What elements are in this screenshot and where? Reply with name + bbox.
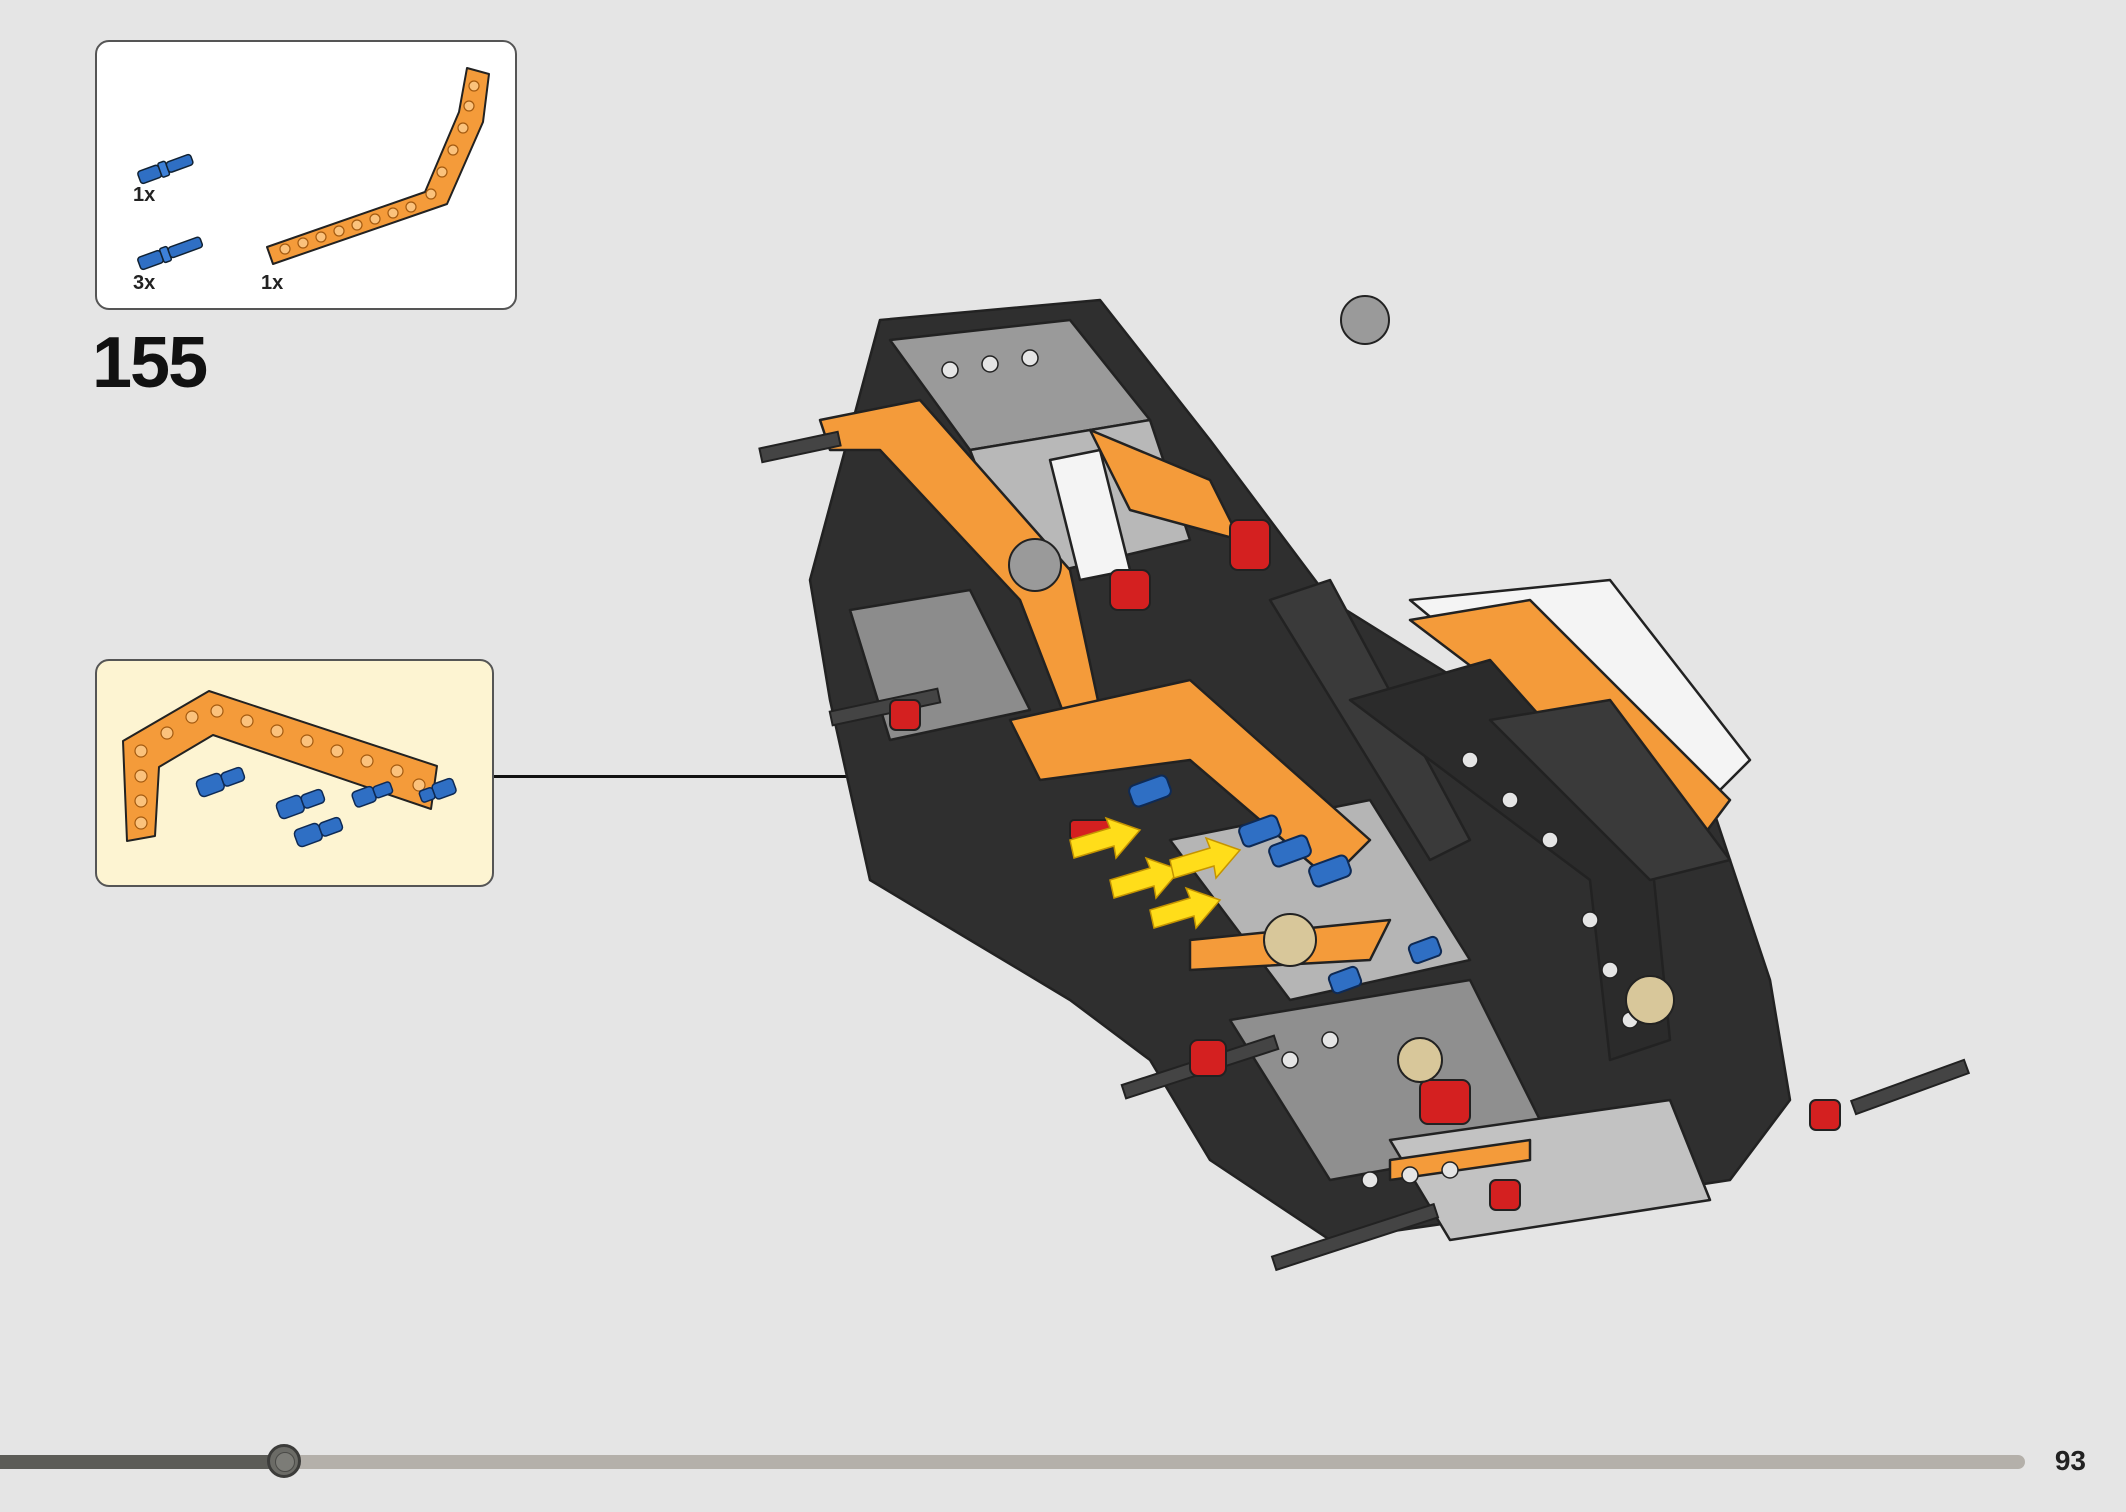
- blue-pin-icon: [418, 777, 457, 803]
- parts-illustration: [137, 67, 490, 271]
- parts-list-panel: 1x 3x 1x: [95, 40, 517, 310]
- model-gears: [1263, 913, 1675, 1083]
- model-chassis: [808, 298, 1792, 1242]
- blue-pin-icon: [195, 766, 246, 798]
- blue-axle-pin-part-icon: [137, 236, 204, 271]
- blue-pin-part-icon: [137, 153, 194, 185]
- blue-pin-icon: [293, 816, 344, 848]
- direction-arrows: [1069, 816, 1242, 930]
- callout-connector-line: [494, 775, 1134, 778]
- subassembly-callout: [95, 659, 494, 887]
- model-gray-gears: [1008, 295, 1390, 592]
- model-red-parts: [889, 519, 1841, 1211]
- main-model-illustration: [758, 295, 1971, 1272]
- beam-holes: [941, 349, 1639, 1189]
- orange-bent-beam-part-icon: [266, 67, 490, 265]
- blue-pin-icon: [275, 788, 326, 820]
- page-progress-knob[interactable]: [267, 1444, 301, 1478]
- part-quantity-3: 1x: [261, 272, 284, 294]
- orange-bent-beam-assembly-icon: [122, 690, 438, 842]
- page-progress-bar: [0, 1455, 2025, 1469]
- part-quantity-1: 1x: [133, 184, 156, 206]
- page-number: 93: [2054, 1445, 2086, 1476]
- part-quantity-2: 3x: [133, 272, 156, 294]
- subassembly-illustration: [122, 690, 457, 848]
- step-number: 155: [92, 323, 208, 403]
- model-blue-pins: [1128, 774, 1443, 995]
- page-progress-fill: [0, 1455, 284, 1469]
- blue-pin-icon: [351, 781, 394, 808]
